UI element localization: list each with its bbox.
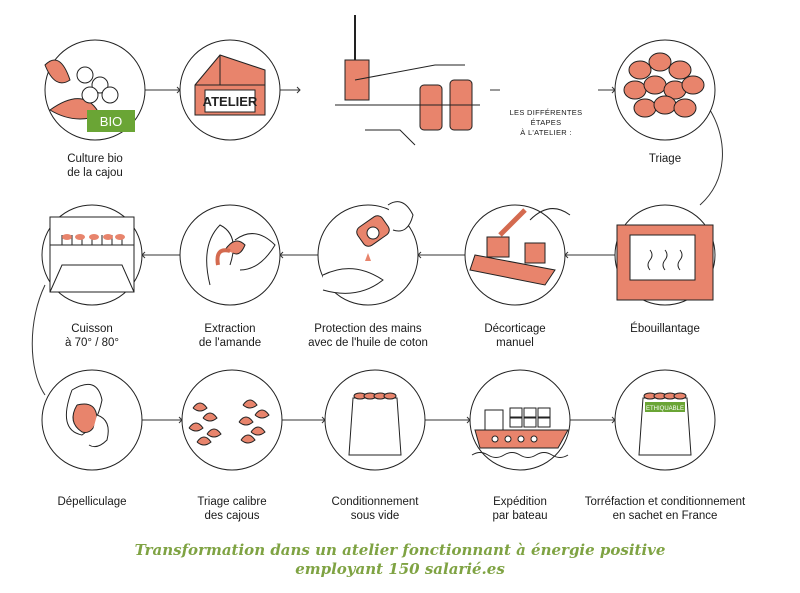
step-label: Triage	[649, 152, 681, 166]
step-label-line: Extraction	[204, 323, 256, 335]
step-label-line: Triage calibre	[197, 496, 267, 508]
step-label: Extraction de l'amande	[199, 322, 261, 350]
step-label-line: sous vide	[350, 510, 400, 522]
factory-machinery-icon	[335, 15, 480, 146]
atelier-sign: ATELIER	[203, 94, 258, 109]
step-label: Dépelliculage	[57, 495, 126, 509]
step-9	[41, 204, 143, 306]
step-12	[324, 369, 426, 471]
step-label: Ébouillantage	[630, 322, 700, 336]
step-label: Expédition par bateau	[493, 495, 548, 523]
step-label-line: Expédition	[493, 496, 547, 508]
step-2: ATELIER	[179, 39, 281, 141]
atelier-steps-note: LES DIFFÉRENTES ÉTAPES À L'ATELIER :	[498, 108, 594, 138]
step-label-line: Ébouillantage	[630, 323, 700, 335]
cashew-pile-icon	[623, 52, 705, 118]
atelier-building-icon: ATELIER	[194, 54, 266, 116]
caption-line: employant 150 salarié.es	[295, 560, 505, 578]
step-1: BIO	[44, 39, 146, 141]
step-label-line: Culture bio	[67, 153, 123, 165]
step-label-line: Décorticage	[484, 323, 546, 335]
step-label: Torréfaction et conditionnement en sachet…	[585, 495, 745, 523]
step-label-line: Dépelliculage	[57, 496, 127, 508]
step-8	[179, 204, 281, 306]
step-7	[317, 201, 419, 306]
step-label-line: de la cajou	[67, 167, 123, 179]
sorted-cashews-icon	[188, 399, 270, 446]
step-label-line: Conditionnement	[331, 496, 419, 508]
step-label-line: Cuisson	[71, 323, 113, 335]
oven-rack-icon	[49, 216, 135, 293]
step-label: Protection des mains avec de l'huile de c…	[308, 322, 428, 350]
step-label-line: Torréfaction et conditionnement	[584, 496, 746, 508]
caption: Transformation dans un atelier fonctionn…	[0, 541, 800, 579]
step-label-line: avec de l'huile de coton	[308, 337, 428, 349]
step-label-line: manuel	[496, 337, 534, 349]
step-6	[464, 204, 571, 306]
step-label: Décorticage manuel	[484, 322, 545, 350]
atelier-note-line: À L'ATELIER :	[520, 128, 572, 137]
retail-bag-icon: ETHIQUABLE	[638, 392, 692, 456]
hands-nut-icon	[206, 224, 276, 286]
step-label: Cuisson à 70° / 80°	[65, 322, 119, 350]
step-label-line: Triage	[648, 153, 682, 165]
vacuum-bag-icon	[348, 392, 402, 456]
cashew-tree-icon: BIO	[44, 59, 135, 132]
step-11	[181, 369, 283, 471]
step-label-line: Protection des mains	[314, 323, 422, 335]
step-10	[41, 369, 143, 471]
atelier-note-line: LES DIFFÉRENTES ÉTAPES	[509, 108, 583, 127]
step-label-line: à 70° / 80°	[65, 337, 119, 349]
step-14: ETHIQUABLE	[614, 369, 716, 471]
steaming-oven-icon	[616, 224, 714, 301]
step-label: Culture bio de la cajou	[67, 152, 123, 180]
caption-line: Transformation dans un atelier fonctionn…	[134, 541, 666, 559]
step-circle	[181, 369, 283, 471]
step-label-line: en sachet en France	[612, 510, 718, 522]
ethiquable-badge: ETHIQUABLE	[646, 406, 684, 412]
step-5	[614, 204, 716, 306]
step-label-line: de l'amande	[198, 337, 262, 349]
step-label-line: par bateau	[492, 510, 548, 522]
step-4	[614, 39, 716, 141]
hands-oil-icon	[322, 201, 414, 294]
peeled-kernel-icon	[65, 383, 109, 448]
shelling-machine-icon	[469, 208, 571, 286]
step-label: Conditionnement sous vide	[332, 495, 419, 523]
step-3	[335, 15, 480, 146]
step-label-line: des cajous	[204, 510, 260, 522]
bio-badge: BIO	[100, 114, 122, 129]
step-13	[469, 369, 571, 471]
cargo-ship-icon	[471, 407, 569, 458]
step-label: Triage calibre des cajous	[197, 495, 266, 523]
